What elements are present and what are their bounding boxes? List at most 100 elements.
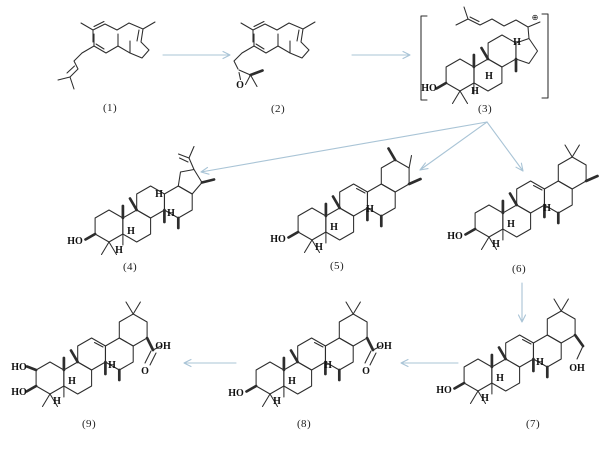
bond-path <box>57 76 71 81</box>
bond-path <box>469 16 480 23</box>
atom-label: H <box>536 357 544 368</box>
compound-2-oxidosqualene: O <box>225 10 345 110</box>
atom-label: H <box>481 393 489 404</box>
bond-path <box>451 90 461 105</box>
bond-path <box>188 145 195 159</box>
bond-path <box>469 390 479 405</box>
bond-path <box>387 147 397 162</box>
bond-path <box>564 144 573 158</box>
arrow-2-to-3 <box>351 50 411 60</box>
atom-label: H <box>68 376 76 387</box>
bond-path <box>521 338 532 345</box>
bond-path <box>238 71 242 81</box>
bond-path <box>145 336 155 352</box>
compound-3-label: (3) <box>477 103 493 115</box>
bond-path <box>152 345 162 351</box>
bond-path <box>560 298 569 312</box>
atom-label: H <box>507 219 515 230</box>
atom-label: H <box>53 396 61 407</box>
atom-label: H <box>324 360 332 371</box>
bond-path <box>240 21 316 31</box>
bond-path <box>497 346 508 361</box>
compound-8-label: (8) <box>296 418 312 430</box>
atom-label: H <box>513 37 521 48</box>
bond-path <box>296 29 300 42</box>
bond-path <box>369 352 377 366</box>
bond-path <box>364 350 372 364</box>
atom-label: H <box>288 376 296 387</box>
bond-path <box>69 349 80 364</box>
bond-path <box>249 74 258 88</box>
bond-path <box>84 232 97 241</box>
bond-path <box>576 345 584 360</box>
bond-path <box>108 241 118 256</box>
bond-path <box>553 298 562 312</box>
bond-path <box>25 384 38 393</box>
bond-path <box>244 74 252 86</box>
bond-path <box>93 341 104 348</box>
compound-1-squalene <box>55 10 170 110</box>
bond-path <box>132 301 141 315</box>
bond-path <box>380 159 410 193</box>
atom-label: HO <box>67 236 83 247</box>
bond-path <box>467 18 530 40</box>
bond-path <box>93 20 105 28</box>
bond-path <box>338 313 368 347</box>
bond-path <box>94 209 124 243</box>
bond-path <box>573 333 585 348</box>
bond-path <box>125 301 134 315</box>
compound-2-label: (2) <box>270 103 286 115</box>
bond-path <box>188 157 195 171</box>
bond-path <box>118 313 148 347</box>
atom-label: O <box>362 366 370 377</box>
bond-path <box>480 236 490 251</box>
atom-label: H <box>496 373 504 384</box>
bond-path <box>571 144 580 158</box>
bond-path <box>453 381 466 390</box>
atom-label: O <box>141 366 149 377</box>
bond-path <box>474 204 504 238</box>
atom-label: H <box>315 242 323 253</box>
bond-path <box>455 18 469 26</box>
bond-path <box>463 6 469 20</box>
atom-label: HO <box>421 83 437 94</box>
bond-path <box>463 358 493 392</box>
atom-label: OH <box>376 341 392 352</box>
bond-path <box>200 178 216 184</box>
atom-label: HO <box>11 387 27 398</box>
bond-path <box>420 15 428 101</box>
bond-path <box>477 390 487 405</box>
atom-label: H <box>471 86 479 97</box>
bond-path <box>546 310 576 344</box>
bond-path <box>435 81 448 90</box>
compound-7-label: (7) <box>525 418 541 430</box>
atom-label: HO <box>228 388 244 399</box>
atom-label: HO <box>436 385 452 396</box>
compound-1-skeleton <box>57 20 156 90</box>
charge-label: ⊕ <box>532 13 539 22</box>
bond-path <box>149 352 157 366</box>
bond-path <box>66 65 76 74</box>
compound-1-label: (1) <box>102 102 118 114</box>
bond-path <box>345 301 354 315</box>
bond-path <box>372 345 382 351</box>
bond-path <box>255 361 285 395</box>
atom-label: H <box>366 204 374 215</box>
atom-label: H <box>273 396 281 407</box>
atom-label: H <box>155 189 163 200</box>
bond-path <box>297 337 327 371</box>
bond-path <box>480 46 490 61</box>
bond-path <box>287 230 300 239</box>
